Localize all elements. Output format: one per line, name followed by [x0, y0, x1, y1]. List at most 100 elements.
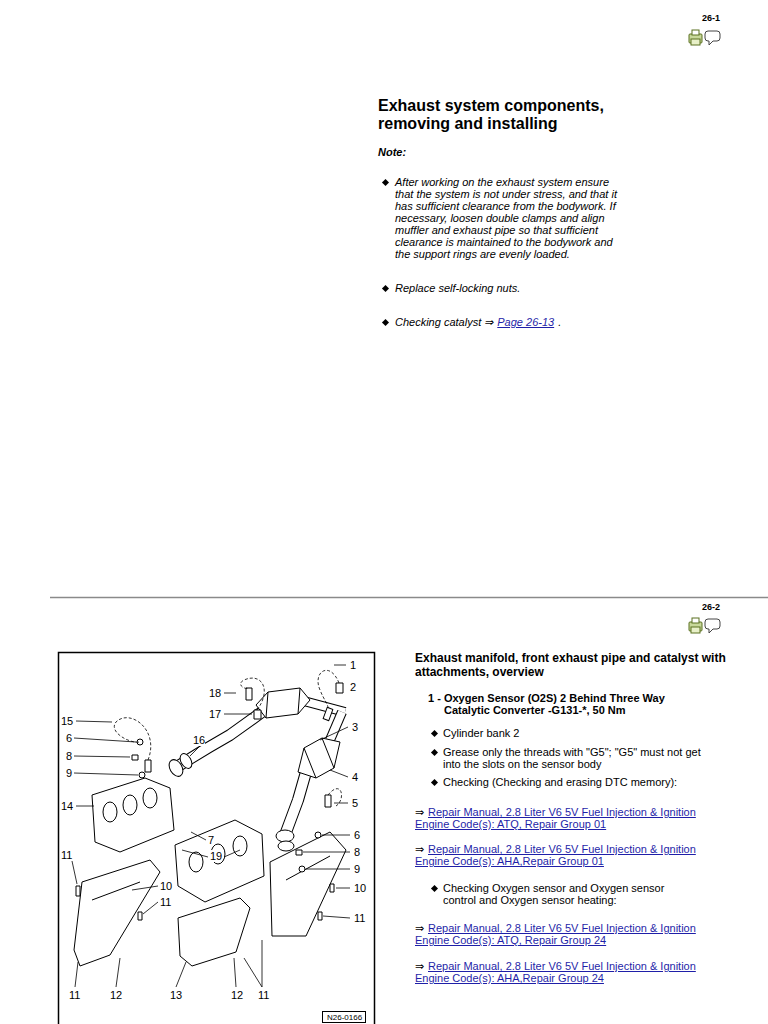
callout-number: 12 [231, 989, 243, 1001]
callout-text: 12 [110, 989, 122, 1001]
heading-text: Exhaust system components, removing and … [378, 97, 604, 132]
callout-number: 16 [193, 734, 205, 746]
callout-number: 6 [66, 732, 72, 744]
callout-text: 11 [160, 896, 171, 908]
callout-text: 11 [354, 912, 365, 924]
body-text: Note: [378, 146, 406, 158]
body-text: Grease only the threads with "G5"; "G5" … [443, 746, 701, 770]
text-block: Note: [378, 146, 478, 158]
bullet-diamond [382, 179, 389, 186]
text-block: 26-2 [702, 602, 742, 612]
callout-number: 13 [170, 989, 182, 1001]
callout-number: 14 [61, 800, 73, 812]
body-text: Checking catalyst ⇒ [395, 316, 493, 328]
callout-number: 8 [66, 750, 72, 762]
link-text: Repair Manual, 2.8 Liter V6 5V Fuel Inje… [415, 806, 696, 830]
text-block: 1 - Oxygen Sensor (O2S) 2 Behind Three W… [428, 692, 699, 716]
callout-text: 18 [209, 687, 221, 699]
body-text: Checking Oxygen sensor and Oxygen sensor… [443, 882, 664, 906]
link-text: Repair Manual, 2.8 Liter V6 5V Fuel Inje… [415, 922, 696, 946]
callout-number: 5 [352, 797, 358, 809]
callout-number: 3 [352, 721, 358, 733]
callout-number: 11 [69, 989, 80, 1001]
callout-number: 19 [210, 850, 222, 862]
callout-text: 1 [350, 659, 356, 671]
callout-number: 9 [66, 767, 72, 779]
callout-text: 4 [352, 771, 358, 783]
text-block: After working on the exhaust system ensu… [395, 176, 625, 260]
callout-number: 1 [350, 659, 356, 671]
callout-number: 9 [354, 863, 360, 875]
callout-number: 11 [61, 849, 72, 861]
callout-text: 15 [61, 715, 73, 727]
body-text: . [558, 316, 561, 328]
callout-text: 19 [210, 850, 222, 862]
text-block: ⇒Repair Manual, 2.8 Liter V6 5V Fuel Inj… [415, 922, 715, 946]
callout-text: 6 [354, 829, 360, 841]
callout-text: 17 [209, 708, 221, 720]
figure-number-box: N26-0166 [322, 1011, 366, 1023]
link-text: Page 26-13 [497, 316, 554, 328]
bullet-diamond [382, 319, 389, 326]
box-text: N26-0166 [327, 1013, 362, 1022]
callout-number: 17 [209, 708, 221, 720]
link-text: Repair Manual, 2.8 Liter V6 5V Fuel Inje… [415, 843, 696, 867]
callout-number: 7 [208, 834, 214, 846]
text-block: Checking catalyst ⇒ Page 26-13. [395, 316, 655, 328]
text-block: ⇒Repair Manual, 2.8 Liter V6 5V Fuel Inj… [415, 806, 715, 830]
body-text: Exhaust manifold, front exhaust pipe and… [415, 651, 726, 679]
callout-text: 9 [354, 863, 360, 875]
callout-text: 10 [354, 882, 366, 894]
callout-text: 8 [354, 846, 360, 858]
body-text: ⇒ [415, 843, 424, 855]
body-text: Replace self-locking nuts. [395, 282, 520, 294]
callout-number: 11 [160, 896, 171, 908]
body-text: Checking (Checking and erasing DTC memor… [443, 776, 677, 788]
callout-text: 11 [69, 989, 80, 1001]
bullet-diamond [431, 749, 438, 756]
text-block: Replace self-locking nuts. [395, 282, 625, 294]
text-block: Grease only the threads with "G5"; "G5" … [443, 746, 705, 770]
text-block: Checking Oxygen sensor and Oxygen sensor… [443, 882, 685, 906]
text-block: Cylinder bank 2 [443, 727, 705, 739]
text-block: Exhaust manifold, front exhaust pipe and… [415, 651, 745, 679]
callout-text: 6 [66, 732, 72, 744]
bullet-diamond [382, 285, 389, 292]
callout-text: 2 [350, 681, 356, 693]
callout-text: 7 [208, 834, 214, 846]
body-text: 1 - Oxygen Sensor (O2S) 2 Behind Three W… [428, 692, 665, 716]
callout-number: 10 [160, 880, 172, 892]
callout-number: 2 [350, 681, 356, 693]
callout-text: 3 [352, 721, 358, 733]
callout-number: 10 [354, 882, 366, 894]
callout-number: 11 [258, 989, 269, 1001]
callout-text: 11 [258, 989, 269, 1001]
callout-text: 12 [231, 989, 243, 1001]
callout-text: 13 [170, 989, 182, 1001]
body-text: After working on the exhaust system ensu… [395, 176, 617, 260]
text-block: 26-1 [702, 13, 742, 23]
body-text: 26-2 [702, 602, 720, 612]
bullet-diamond [431, 885, 438, 892]
body-text: Cylinder bank 2 [443, 727, 519, 739]
callout-text: 11 [61, 849, 72, 861]
callout-number: 4 [352, 771, 358, 783]
text-block: ⇒Repair Manual, 2.8 Liter V6 5V Fuel Inj… [415, 843, 715, 867]
body-text: ⇒ [415, 806, 424, 818]
callout-number: 18 [209, 687, 221, 699]
callout-text: 8 [66, 750, 72, 762]
text-block: Checking (Checking and erasing DTC memor… [443, 776, 733, 788]
body-text: ⇒ [415, 922, 424, 934]
callout-number: 6 [354, 829, 360, 841]
body-text: 26-1 [702, 13, 720, 23]
callout-text: 14 [61, 800, 73, 812]
callout-text: 10 [160, 880, 172, 892]
callout-text: 9 [66, 767, 72, 779]
page-heading: Exhaust system components, removing and … [378, 97, 623, 133]
bullet-diamond [431, 730, 438, 737]
callout-number: 12 [110, 989, 122, 1001]
text-block: ⇒Repair Manual, 2.8 Liter V6 5V Fuel Inj… [415, 960, 715, 984]
callout-number: 15 [61, 715, 73, 727]
callout-number: 8 [354, 846, 360, 858]
